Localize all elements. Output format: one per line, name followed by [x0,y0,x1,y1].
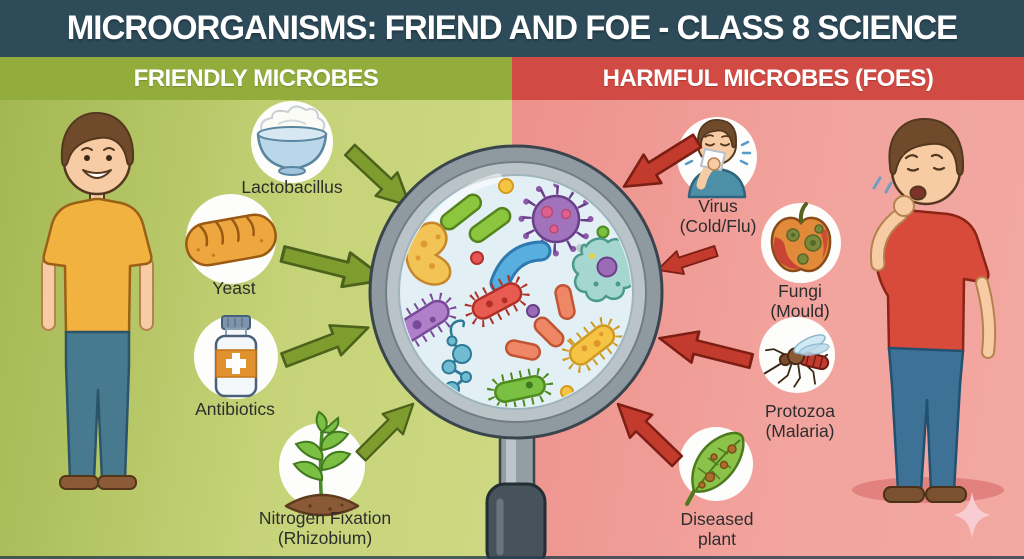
label-fungi: Fungi (Mould) [770,281,829,321]
friendly-header-label: FRIENDLY MICROBES [133,64,379,92]
healthy-person-icon [41,111,154,490]
friendly-header: FRIENDLY MICROBES [0,57,512,100]
label-antibiotics: Antibiotics [195,399,275,419]
label-yeast: Yeast [212,278,256,298]
label-line: Nitrogen Fixation [258,508,392,528]
label-line: (Cold/Flu) [679,216,757,236]
red-spiky-bacterium [464,274,530,328]
sparkle-icon [954,492,990,538]
yellow-spiky-bacterium [561,317,623,373]
green-coccus [596,225,610,239]
green-arrow [276,311,376,377]
label-lactobacillus: Lactobacillus [241,177,343,197]
label-line: Diseased [680,509,754,529]
diseased-leaf-icon [685,431,745,506]
label-diseased-plant: Diseased plant [681,509,754,549]
teal-amoeba [571,237,631,303]
yellow-coccus [498,178,514,194]
label-virus: Virus (Cold/Flu) [680,196,757,236]
green-arrow [349,392,425,468]
label-protozoa: Protozoa (Malaria) [765,401,835,441]
magnifying-glass-icon [368,144,664,559]
page-title: MICROORGANISMS: FRIEND AND FOE - CLASS 8… [66,9,958,47]
red-arrow [652,238,721,283]
microbes-group [401,178,631,407]
curd-bowl-icon [256,105,328,176]
label-line: (Mould) [770,301,830,321]
bottom-edge [0,556,1024,559]
purple-coccus [526,304,540,318]
harmful-header-label: HARMFUL MICROBES (FOES) [602,64,934,92]
red-arrow [605,391,690,474]
blue-rod-bacterium [489,240,552,294]
purple-spiky-bacterium [401,292,457,350]
green-spiky-bacterium [486,367,554,407]
sick-person-icon [852,117,1004,503]
label-line: Virus [698,196,738,216]
label-line: (Rhizobium) [277,528,373,548]
red-coccus [470,251,484,265]
plant-seedling-icon [284,410,360,517]
title-banner: MICROORGANISMS: FRIEND AND FOE - CLASS 8… [0,0,1024,57]
label-line: (Malaria) [765,421,835,441]
yellow-kidney-bacterium [405,221,452,286]
mosquito-icon [763,334,830,388]
label-line: Fungi [778,281,822,301]
salmon-bacilli-chain [504,283,576,361]
mouldy-apple-icon [770,202,832,273]
purple-virus-particle [518,181,594,257]
sneezing-person-icon [681,119,752,199]
label-nitrogen-fixation: Nitrogen Fixation (Rhizobium) [259,508,391,548]
harmful-header: HARMFUL MICROBES (FOES) [512,57,1024,100]
red-arrow [654,321,757,378]
medicine-bottle-icon [214,315,258,398]
green-rod-bacteria [439,193,512,244]
label-line: plant [698,529,736,549]
label-line: Protozoa [764,401,836,421]
bread-loaf-icon [185,213,277,267]
